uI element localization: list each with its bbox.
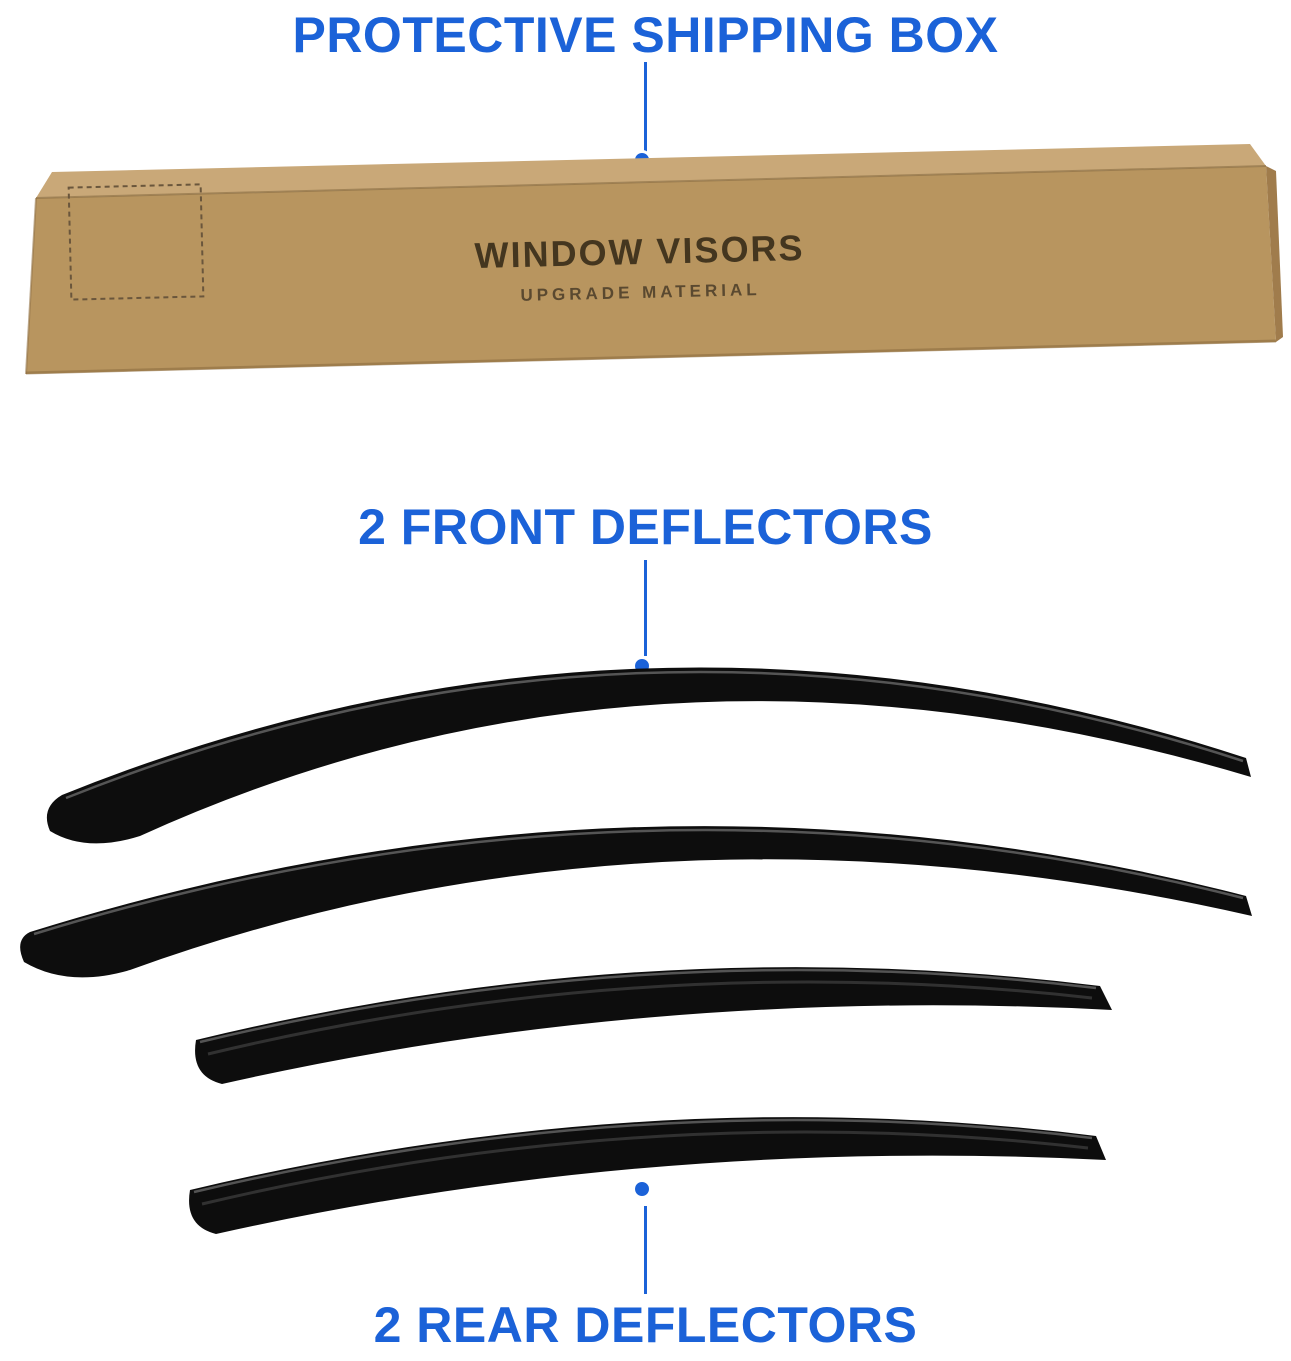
box-dashed-label-area [67,183,205,301]
box-left-edge [25,197,37,375]
box-front-face [26,166,1276,374]
shipping-box-image: WINDOW VISORS UPGRADE MATERIAL [25,144,1283,375]
heading-rear-deflectors: 2 REAR DEFLECTORS [373,1297,918,1353]
front-deflector-1 [46,667,1251,844]
front-deflector-1-highlight [65,670,1244,800]
callout-line-front-deflectors [643,560,647,656]
box-bottom-edge [25,339,1277,375]
heading-shipping-box: PROTECTIVE SHIPPING BOX [292,7,999,63]
rear-deflector-2 [189,1117,1107,1234]
front-deflector-2-highlight [33,828,1244,936]
rear-deflector-1 [195,967,1113,1084]
box-title-text: WINDOW VISORS [474,227,805,276]
heading-front-deflectors: 2 FRONT DEFLECTORS [358,499,933,555]
callout-line-shipping-box [643,62,647,152]
rear-deflector-1-ridge [207,980,1093,1056]
box-fold-line [35,165,1267,199]
box-right-edge [1266,166,1283,342]
box-top-face [36,144,1266,198]
rear-deflector-2-highlight [193,1118,1093,1194]
deflectors-image [20,667,1253,1234]
callout-dot-rear-deflectors [632,1179,652,1199]
front-deflector-2 [20,826,1253,978]
callout-line-rear-deflectors [643,1206,647,1294]
rear-deflector-1-highlight [199,968,1097,1044]
rear-deflector-2-ridge [201,1130,1089,1206]
